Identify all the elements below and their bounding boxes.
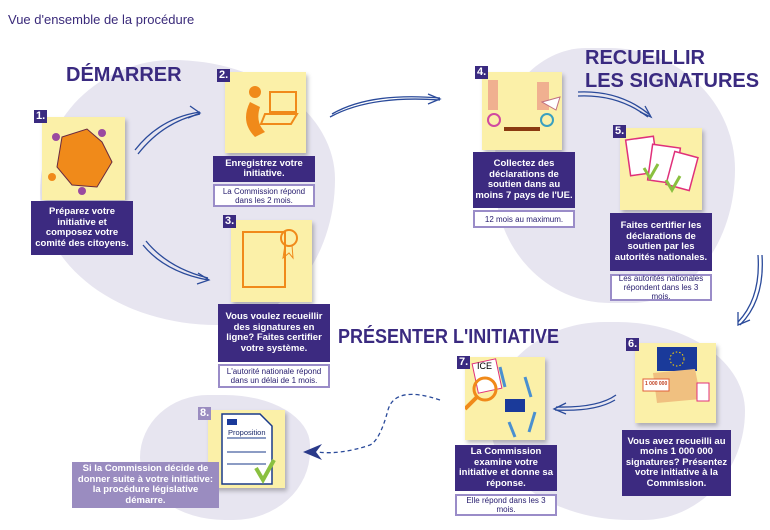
arrow-head bbox=[639, 105, 653, 119]
step-6-number: 6. bbox=[626, 338, 640, 351]
step-4-number: 4. bbox=[475, 66, 489, 79]
phase-collect-heading: RECUEILLIR LES SIGNATURES bbox=[585, 47, 759, 93]
arrow-5-to-6 bbox=[737, 254, 763, 326]
arrow-1-to-2 bbox=[134, 111, 201, 155]
step-2-illustration bbox=[225, 72, 306, 153]
arrow-7-to-8 bbox=[317, 393, 441, 454]
phase-start-heading: DÉMARRER bbox=[66, 64, 182, 86]
step-1-number: 1. bbox=[34, 110, 48, 123]
step-3-timing: L'autorité nationale répond dans un déla… bbox=[218, 364, 330, 388]
page-title: Vue d'ensemble de la procédure bbox=[8, 12, 195, 27]
proposition-document-icon bbox=[221, 413, 276, 485]
person-laptop-icon bbox=[246, 86, 299, 137]
arrow-6-to-7 bbox=[554, 394, 617, 411]
phase-present-heading: PRÉSENTER L'INITIATIVE bbox=[338, 326, 559, 348]
arrow-head bbox=[187, 105, 202, 119]
step-5-number: 5. bbox=[613, 125, 627, 138]
step-2-number: 2. bbox=[217, 69, 231, 82]
step-4-illustration bbox=[482, 72, 562, 150]
step-5-timing: Les autorités nationales répondent dans … bbox=[610, 274, 712, 301]
documents-checkmarks-icon bbox=[624, 135, 699, 193]
arrow-head bbox=[552, 402, 567, 415]
step-6-banner: 1 000 000 bbox=[645, 381, 668, 387]
step-7-text: La Commission examine votre initiative e… bbox=[455, 445, 557, 491]
arrow-4-to-5 bbox=[577, 91, 651, 118]
step-7-number: 7. bbox=[457, 356, 471, 369]
step-7-label: ICE bbox=[477, 361, 493, 371]
step-4-timing: 12 mois au maximum. bbox=[473, 210, 575, 228]
phase-collect-line1: RECUEILLIR bbox=[585, 47, 705, 69]
phase-collect-line2: LES SIGNATURES bbox=[585, 70, 760, 92]
step-8-number: 8. bbox=[198, 407, 212, 420]
step-2-text: Enregistrez votre initiative. bbox=[213, 156, 315, 182]
magnifier-ice-icon bbox=[463, 358, 537, 438]
certified-screen-icon bbox=[242, 229, 298, 288]
arrow-head bbox=[196, 272, 211, 285]
europe-map-people-icon bbox=[48, 128, 113, 195]
step-3-illustration bbox=[231, 220, 312, 302]
arrow-head bbox=[737, 312, 751, 326]
arrow-1-to-3 bbox=[142, 240, 209, 281]
step-8-text: Si la Commission décide de donner suite … bbox=[72, 462, 219, 508]
step-4-text: Collectez des déclarations de soutien da… bbox=[473, 152, 575, 208]
step-1-text: Préparez votre initiative et composez vo… bbox=[31, 201, 133, 255]
step-2-timing: La Commission répond dans les 2 mois. bbox=[213, 184, 315, 207]
eu-flag-boxes-icon bbox=[642, 347, 710, 403]
step-8-label: Proposition bbox=[228, 428, 266, 437]
arrow-head-final bbox=[303, 444, 322, 460]
city-crowd-signing-icon bbox=[487, 80, 561, 131]
step-5-text: Faites certifier les déclarations de sou… bbox=[610, 213, 712, 271]
step-3-number: 3. bbox=[223, 215, 237, 228]
arrow-head bbox=[427, 93, 442, 105]
step-3-text: Vous voulez recueillir des signatures en… bbox=[218, 304, 330, 362]
arrow-2-to-4 bbox=[329, 96, 441, 118]
step-6-illustration: 1 000 000 bbox=[635, 343, 716, 423]
step-6-text: Vous avez recueilli au moins 1 000 000 s… bbox=[622, 430, 731, 496]
step-7-illustration: ICE bbox=[463, 357, 545, 440]
step-7-timing: Elle répond dans les 3 mois. bbox=[455, 494, 557, 516]
step-1-illustration bbox=[42, 117, 125, 200]
step-8-illustration: Proposition bbox=[208, 410, 285, 488]
step-5-illustration bbox=[620, 128, 702, 210]
